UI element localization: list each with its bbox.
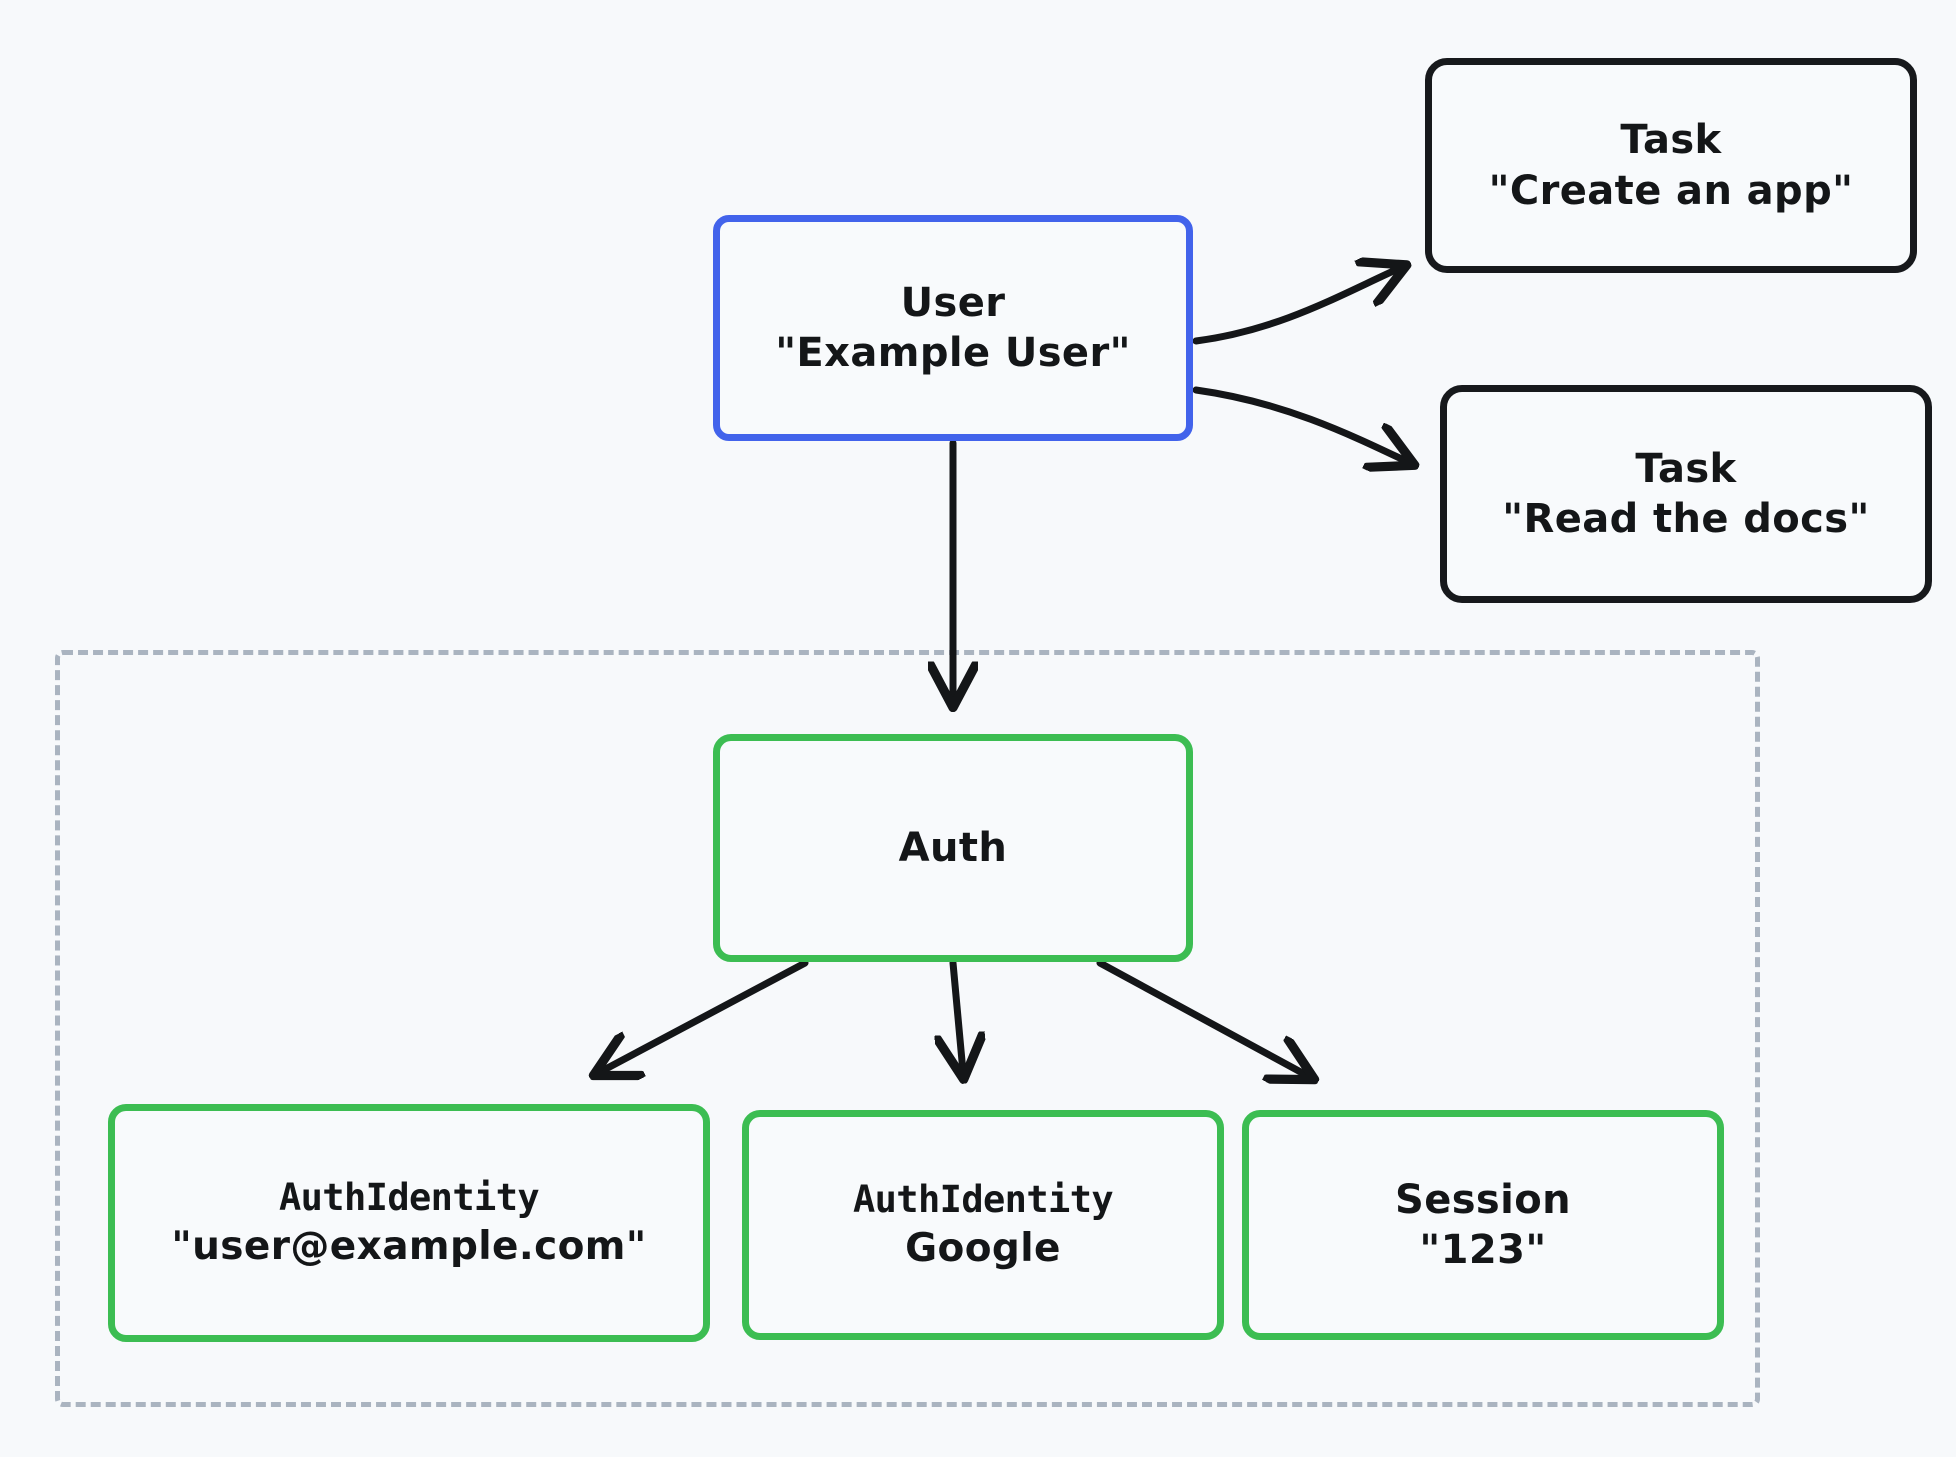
node-identity-email-type: AuthIdentity — [278, 1176, 540, 1220]
node-task-2-type: Task — [1635, 445, 1737, 492]
node-authidentity-google[interactable]: AuthIdentity Google — [742, 1110, 1224, 1340]
node-session[interactable]: Session "123" — [1242, 1110, 1724, 1340]
node-task-create-an-app[interactable]: Task "Create an app" — [1425, 58, 1917, 273]
edge-user-to-task-2 — [1192, 386, 1408, 462]
node-task-2-value: "Read the docs" — [1502, 496, 1870, 542]
node-identity-email-value: "user@example.com" — [171, 1223, 647, 1269]
node-auth[interactable]: Auth — [713, 734, 1193, 962]
node-task-1-type: Task — [1620, 117, 1722, 164]
node-task-read-the-docs[interactable]: Task "Read the docs" — [1440, 385, 1932, 603]
auth-group-container — [55, 650, 1760, 1407]
node-session-value: "123" — [1419, 1227, 1547, 1273]
node-task-1-value: "Create an app" — [1488, 167, 1854, 214]
node-session-type: Session — [1394, 1176, 1572, 1223]
node-user-value: "Example User" — [775, 330, 1131, 376]
node-auth-type: Auth — [898, 824, 1008, 871]
node-user-type: User — [900, 279, 1006, 326]
edge-user-to-task-1 — [1192, 268, 1400, 345]
node-user[interactable]: User "Example User" — [713, 215, 1193, 441]
node-identity-google-value: Google — [905, 1225, 1061, 1271]
node-identity-google-type: AuthIdentity — [852, 1178, 1114, 1222]
node-authidentity-email[interactable]: AuthIdentity "user@example.com" — [108, 1104, 710, 1342]
